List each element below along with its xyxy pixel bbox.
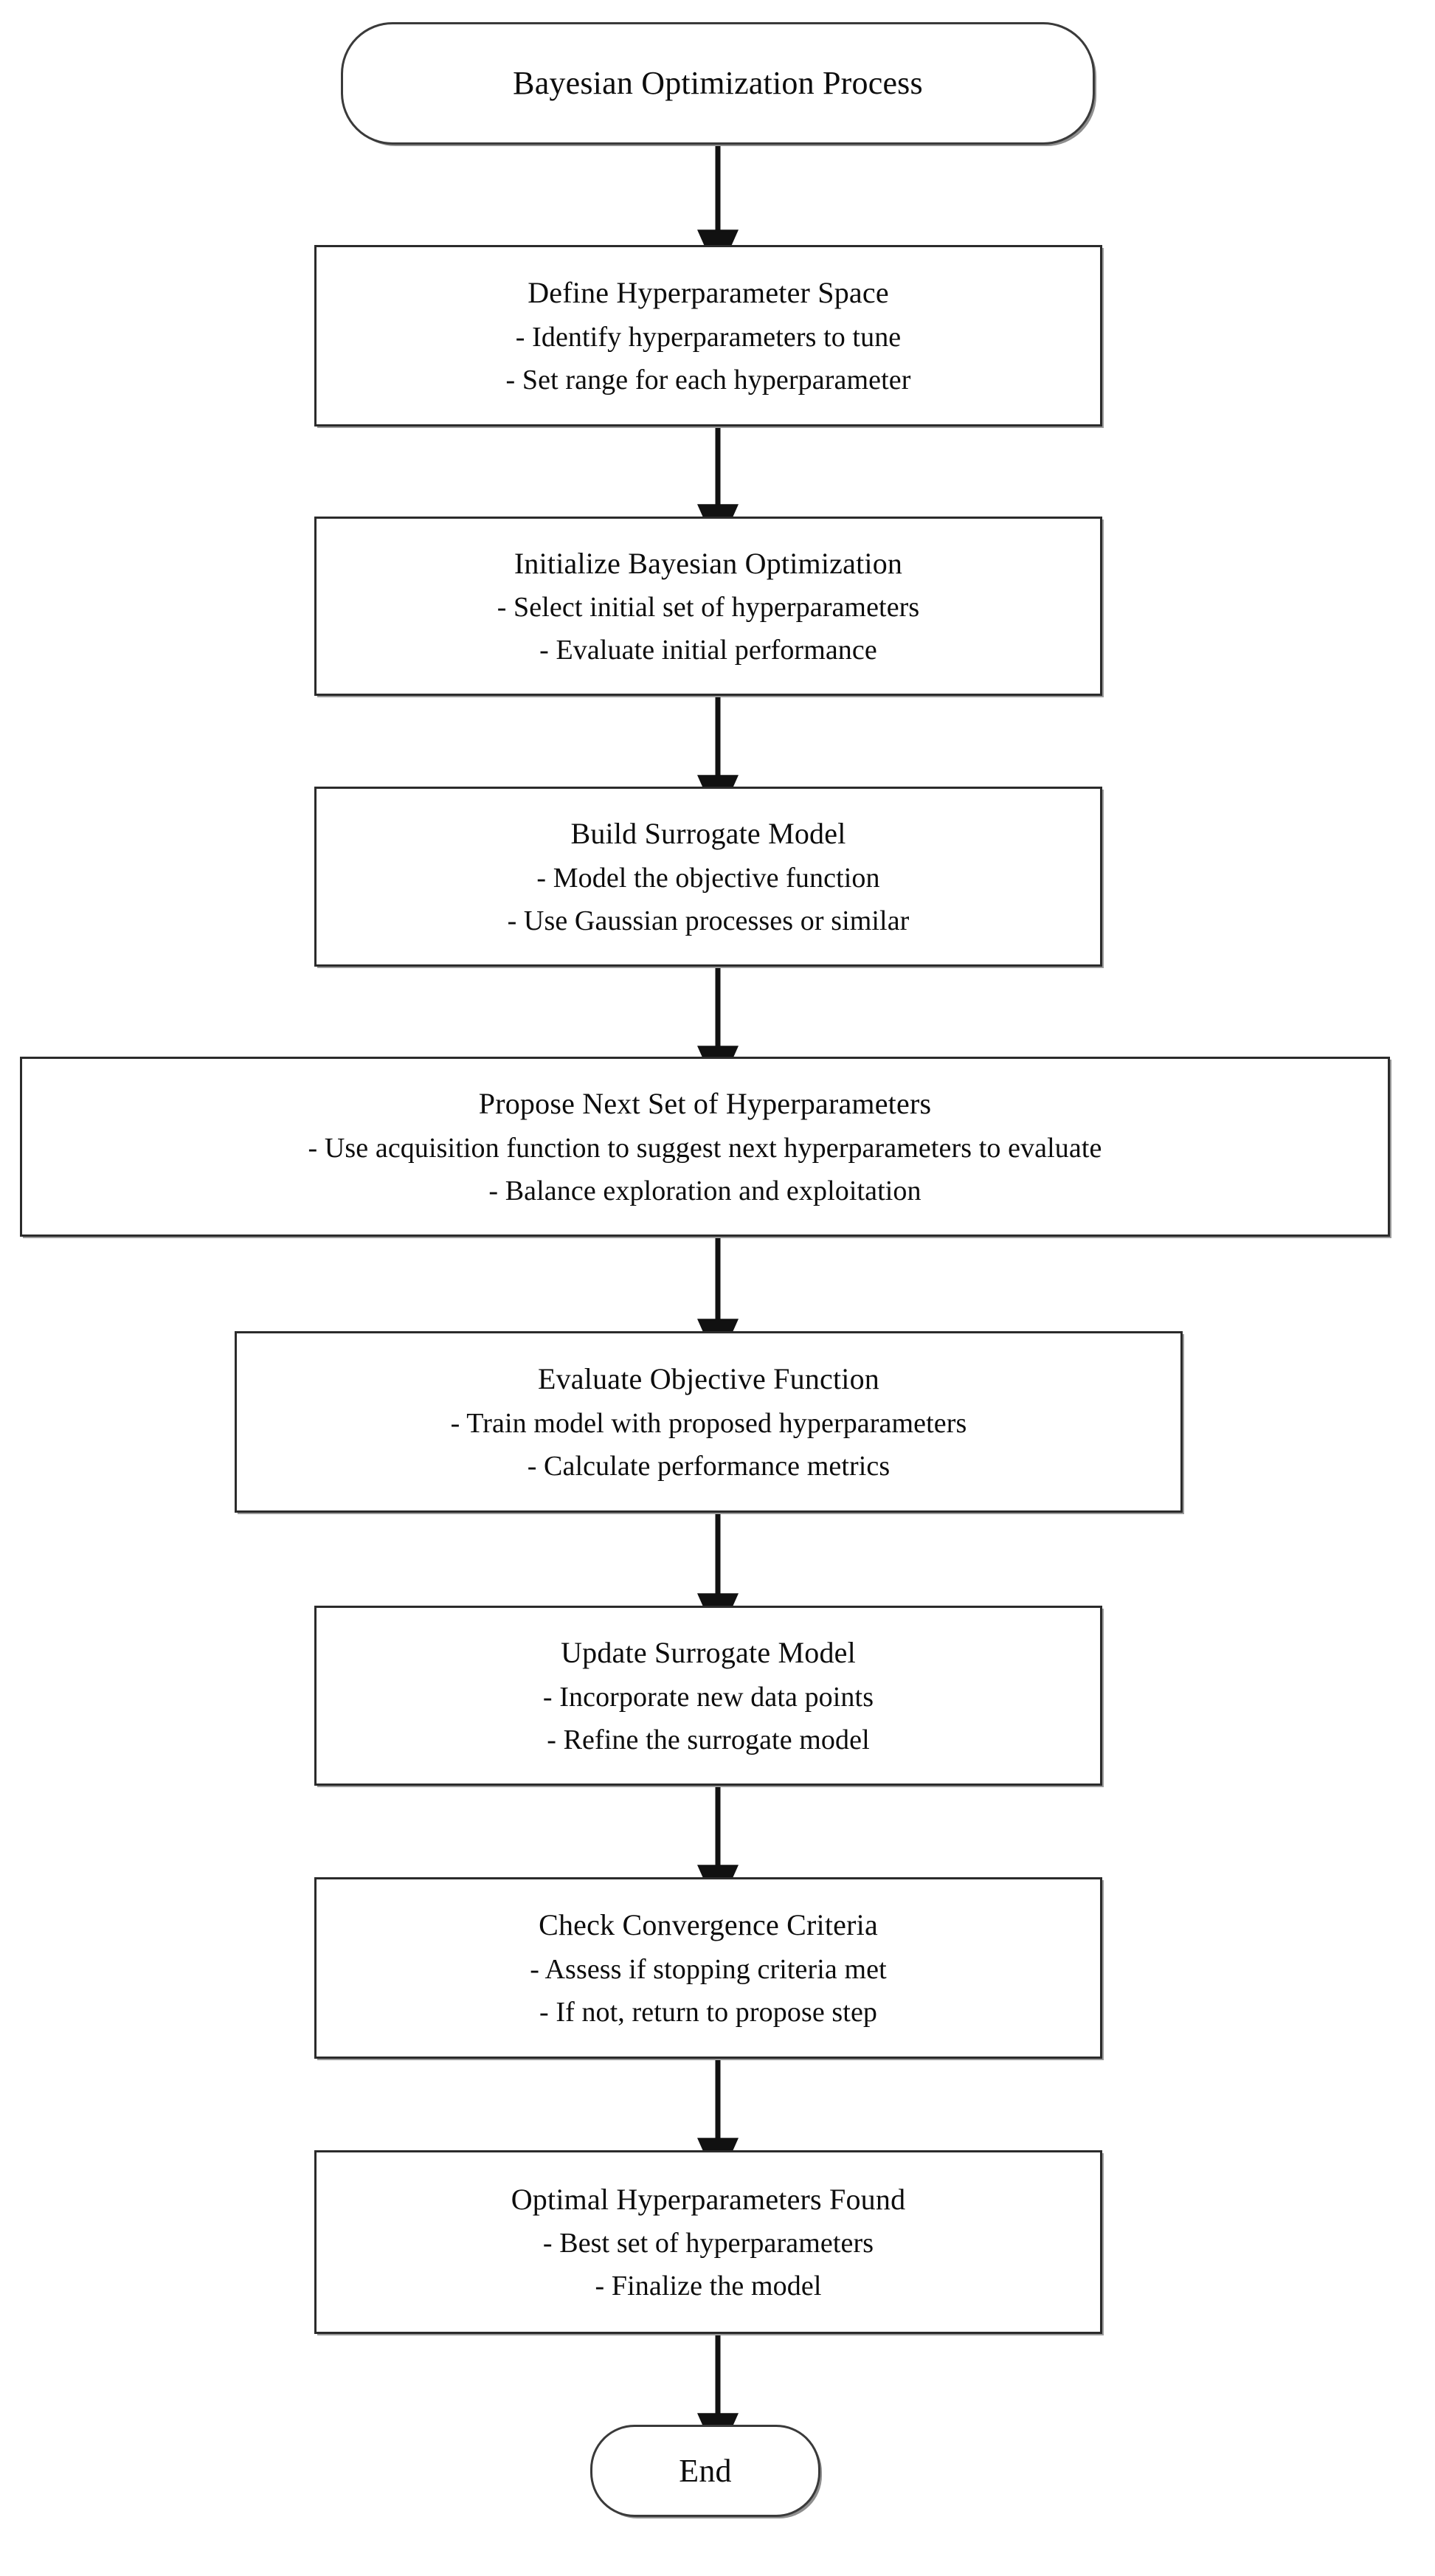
node-evaluate-objective[interactable]: Evaluate Objective Function - Train mode… [235, 1331, 1183, 1513]
node-propose-next-bullet-1: - Use acquisition function to suggest ne… [308, 1132, 1102, 1164]
node-start-title: Bayesian Optimization Process [513, 65, 923, 102]
node-start[interactable]: Bayesian Optimization Process [341, 22, 1095, 145]
node-build-surrogate[interactable]: Build Surrogate Model - Model the object… [314, 787, 1102, 967]
node-define-space-bullet-2: - Set range for each hyperparameter [505, 364, 911, 396]
node-define-space[interactable]: Define Hyperparameter Space - Identify h… [314, 245, 1102, 427]
node-initialize[interactable]: Initialize Bayesian Optimization - Selec… [314, 517, 1102, 696]
node-end-title: End [679, 2452, 732, 2489]
node-evaluate-objective-bullet-2: - Calculate performance metrics [527, 1450, 891, 1482]
node-initialize-bullet-2: - Evaluate initial performance [539, 635, 877, 666]
node-check-convergence-bullet-1: - Assess if stopping criteria met [530, 1953, 887, 1985]
node-propose-next[interactable]: Propose Next Set of Hyperparameters - Us… [20, 1057, 1390, 1237]
node-check-convergence-title: Check Convergence Criteria [539, 1908, 878, 1942]
node-optimal-found[interactable]: Optimal Hyperparameters Found - Best set… [314, 2150, 1102, 2334]
node-end[interactable]: End [590, 2425, 820, 2517]
node-propose-next-title: Propose Next Set of Hyperparameters [478, 1087, 932, 1121]
node-check-convergence[interactable]: Check Convergence Criteria - Assess if s… [314, 1877, 1102, 2059]
node-define-space-bullet-1: - Identify hyperparameters to tune [515, 321, 902, 353]
node-update-surrogate-bullet-1: - Incorporate new data points [542, 1681, 874, 1713]
node-optimal-found-bullet-2: - Finalize the model [595, 2271, 822, 2302]
node-update-surrogate-bullet-2: - Refine the surrogate model [547, 1724, 870, 1755]
node-update-surrogate-title: Update Surrogate Model [561, 1636, 856, 1670]
node-evaluate-objective-bullet-1: - Train model with proposed hyperparamet… [450, 1407, 967, 1439]
node-build-surrogate-title: Build Surrogate Model [570, 817, 846, 851]
node-initialize-title: Initialize Bayesian Optimization [514, 546, 903, 580]
node-initialize-bullet-1: - Select initial set of hyperparameters [497, 592, 920, 624]
node-update-surrogate[interactable]: Update Surrogate Model - Incorporate new… [314, 1606, 1102, 1786]
node-build-surrogate-bullet-2: - Use Gaussian processes or similar [507, 905, 910, 936]
node-optimal-found-bullet-1: - Best set of hyperparameters [542, 2228, 874, 2259]
node-build-surrogate-bullet-1: - Model the objective function [536, 862, 880, 894]
node-define-space-title: Define Hyperparameter Space [528, 276, 889, 310]
node-propose-next-bullet-2: - Balance exploration and exploitation [488, 1175, 921, 1206]
node-check-convergence-bullet-2: - If not, return to propose step [539, 1996, 878, 2028]
node-evaluate-objective-title: Evaluate Objective Function [537, 1362, 880, 1396]
node-optimal-found-title: Optimal Hyperparameters Found [511, 2182, 906, 2216]
